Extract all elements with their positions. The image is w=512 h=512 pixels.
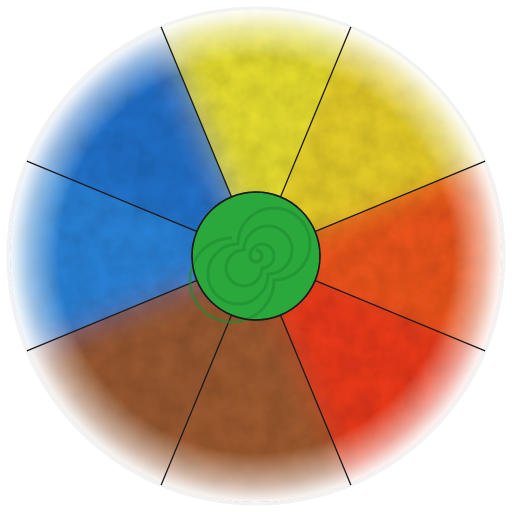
divider-line (314, 279, 486, 352)
divider-lines (26, 26, 486, 486)
hub-outline (191, 191, 321, 321)
swirl-icon (188, 206, 312, 324)
divider-line (279, 26, 352, 198)
hub[interactable] (188, 191, 321, 324)
divider-line (160, 314, 233, 486)
divider-line (160, 26, 233, 198)
divider-line (314, 160, 486, 233)
divider-line (26, 160, 198, 233)
divider-line (279, 314, 352, 486)
divider-line (26, 279, 198, 352)
outer-rim (6, 6, 506, 506)
